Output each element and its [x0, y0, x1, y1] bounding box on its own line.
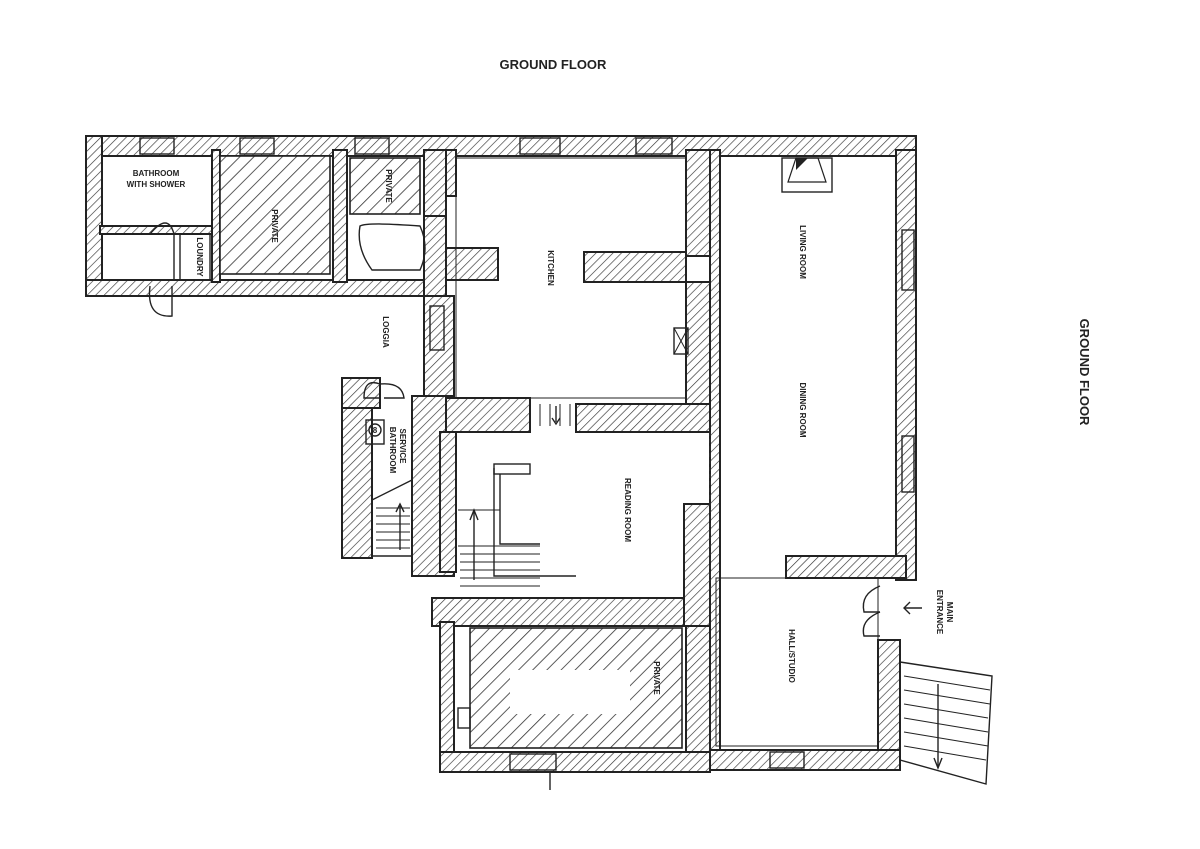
label-private-1: PRIVATE [270, 209, 279, 243]
plan-title-side: GROUND FLOOR [1077, 319, 1092, 426]
label-living-room: LIVING ROOM [798, 225, 807, 279]
label-kitchen: KITCHEN [546, 250, 555, 286]
label-service-line1: SERVICE [398, 429, 407, 465]
label-dining-room: DINING ROOM [798, 382, 807, 437]
label-private-3: PRIVATE [652, 661, 661, 695]
private-room-3-void [510, 670, 630, 714]
label-laundry: LOUNDRY [195, 237, 204, 277]
label-bathroom-line1: BATHROOM [133, 169, 180, 178]
label-loggia: LOGGIA [381, 316, 390, 348]
private-room-2-fill [349, 157, 421, 215]
plan-details [101, 137, 993, 790]
label-private-2: PRIVATE [384, 169, 393, 203]
wc-symbol: 8 [373, 426, 378, 435]
private-room-1-fill [219, 155, 331, 275]
walls [85, 135, 917, 773]
label-main-entrance-line2: ENTRANCE [935, 590, 944, 635]
label-service-line2: BATHROOM [388, 427, 397, 474]
label-bathroom-line2: WITH SHOWER [127, 180, 186, 189]
label-reading-room: READING ROOM [623, 478, 632, 542]
label-hall-studio: HALL/STUDIO [787, 629, 796, 683]
label-main-entrance-line1: MAIN [945, 602, 954, 623]
plan-title-top: GROUND FLOOR [500, 57, 607, 72]
